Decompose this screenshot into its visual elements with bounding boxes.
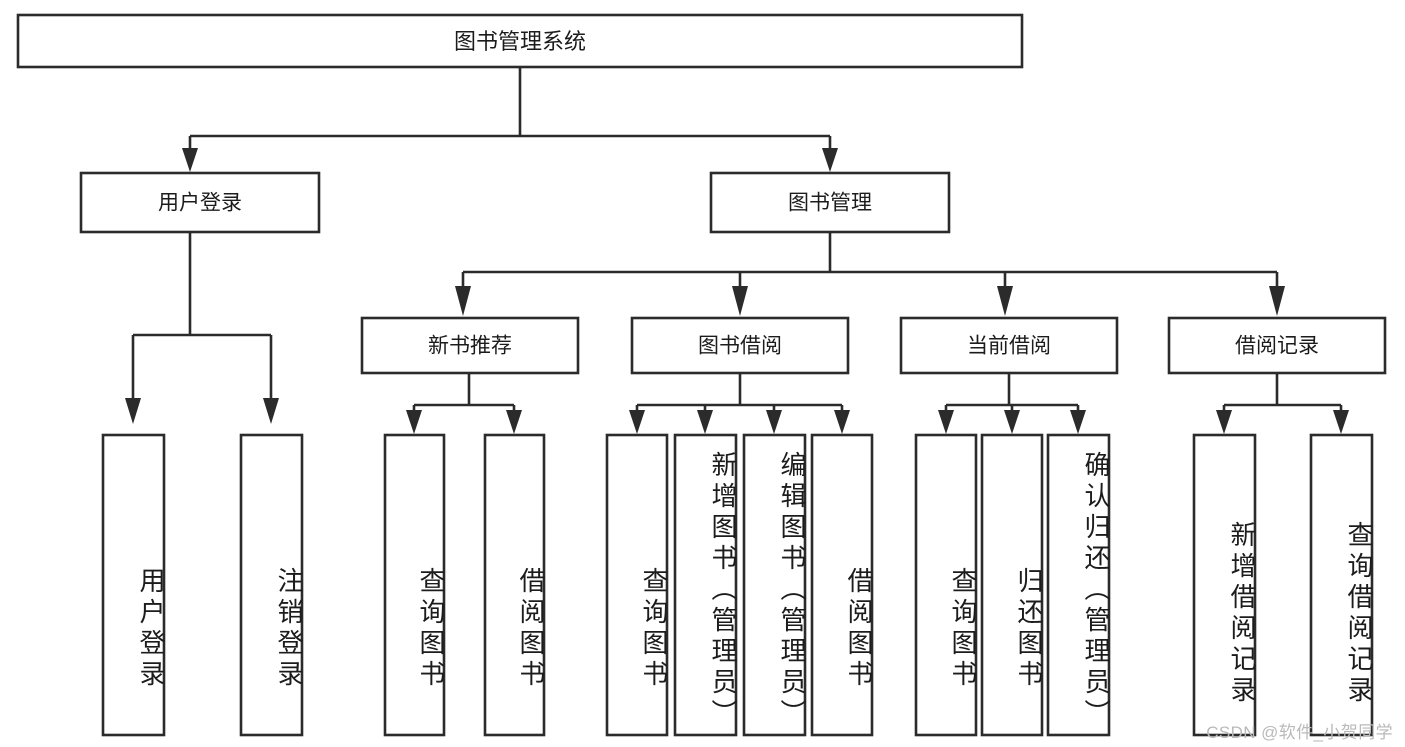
arrowhead-leaf-return-book — [1004, 410, 1020, 434]
node-new-book-recommend-label: 新书推荐 — [428, 335, 512, 358]
leaf-query-book-3-box[interactable] — [914, 433, 978, 737]
leaf-add-book-box[interactable] — [673, 433, 738, 737]
arrowhead-new-book-recommend — [455, 286, 471, 316]
node-borrow-record-box[interactable] — [1167, 316, 1387, 375]
leaf-borrow-book-2-box[interactable] — [810, 433, 874, 737]
arrowhead-leaf-borrow-book-2 — [834, 410, 850, 434]
node-book-borrow[interactable]: 图书借阅 — [630, 316, 850, 375]
node-root-box[interactable] — [16, 13, 1024, 69]
node-root-label: 图书管理系统 — [454, 29, 586, 54]
node-borrow-record[interactable]: 借阅记录 — [1167, 316, 1387, 375]
node-book-manage[interactable]: 图书管理 — [709, 171, 951, 234]
node-user-login-label: 用户登录 — [158, 192, 242, 215]
arrowhead-leaf-query-book-1 — [406, 410, 422, 434]
node-book-borrow-label: 图书借阅 — [698, 335, 782, 358]
node-book-manage-label: 图书管理 — [788, 192, 872, 215]
arrowhead-leaf-query-book-3 — [938, 410, 954, 434]
arrowhead-user-login — [182, 148, 198, 172]
leaf-query-book-1-box[interactable] — [383, 433, 446, 737]
node-current-borrow-box[interactable] — [899, 316, 1119, 375]
arrowhead-current-borrow — [997, 286, 1013, 316]
leaf-layer — [101, 433, 1374, 737]
leaf-confirm-return-box[interactable] — [1046, 433, 1111, 737]
node-book-borrow-box[interactable] — [630, 316, 850, 375]
node-user-login-box[interactable] — [79, 171, 321, 234]
node-current-borrow[interactable]: 当前借阅 — [899, 316, 1119, 375]
arrowhead-leaf-query-record — [1333, 410, 1349, 434]
connector-layer — [125, 67, 1349, 434]
arrowhead-leaf-confirm-return — [1070, 410, 1086, 434]
node-new-book-recommend-box[interactable] — [360, 316, 580, 375]
arrowhead-leaf-user-login — [125, 398, 141, 424]
leaf-borrow-book-1-box[interactable] — [483, 433, 546, 737]
leaf-edit-book-box[interactable] — [742, 433, 807, 737]
leaf-user-login-box[interactable] — [101, 433, 166, 737]
arrowhead-leaf-add-record — [1216, 410, 1232, 434]
arrowhead-book-borrow — [732, 286, 748, 316]
watermark-text: CSDN @软件_小贺同学 — [1206, 723, 1393, 742]
arrowhead-leaf-add-book — [697, 410, 713, 434]
leaf-add-record-box[interactable] — [1192, 433, 1257, 737]
arrowhead-leaf-query-book-2 — [629, 410, 645, 434]
leaf-user-logout-box[interactable] — [239, 433, 304, 737]
node-current-borrow-label: 当前借阅 — [967, 335, 1051, 358]
arrowhead-borrow-record — [1269, 286, 1285, 316]
arrowhead-leaf-borrow-book-1 — [506, 410, 522, 434]
node-borrow-record-label: 借阅记录 — [1235, 335, 1319, 358]
node-user-login[interactable]: 用户登录 — [79, 171, 321, 234]
node-book-manage-box[interactable] — [709, 171, 951, 234]
leaf-query-record-box[interactable] — [1309, 433, 1374, 737]
arrowhead-leaf-user-logout — [263, 398, 279, 424]
arrowhead-leaf-edit-book — [766, 410, 782, 434]
node-new-book-recommend[interactable]: 新书推荐 — [360, 316, 580, 375]
leaf-query-book-2-box[interactable] — [605, 433, 669, 737]
node-root[interactable]: 图书管理系统 — [16, 13, 1024, 69]
arrowhead-book-manage — [822, 148, 838, 172]
leaf-return-book-box[interactable] — [980, 433, 1044, 737]
